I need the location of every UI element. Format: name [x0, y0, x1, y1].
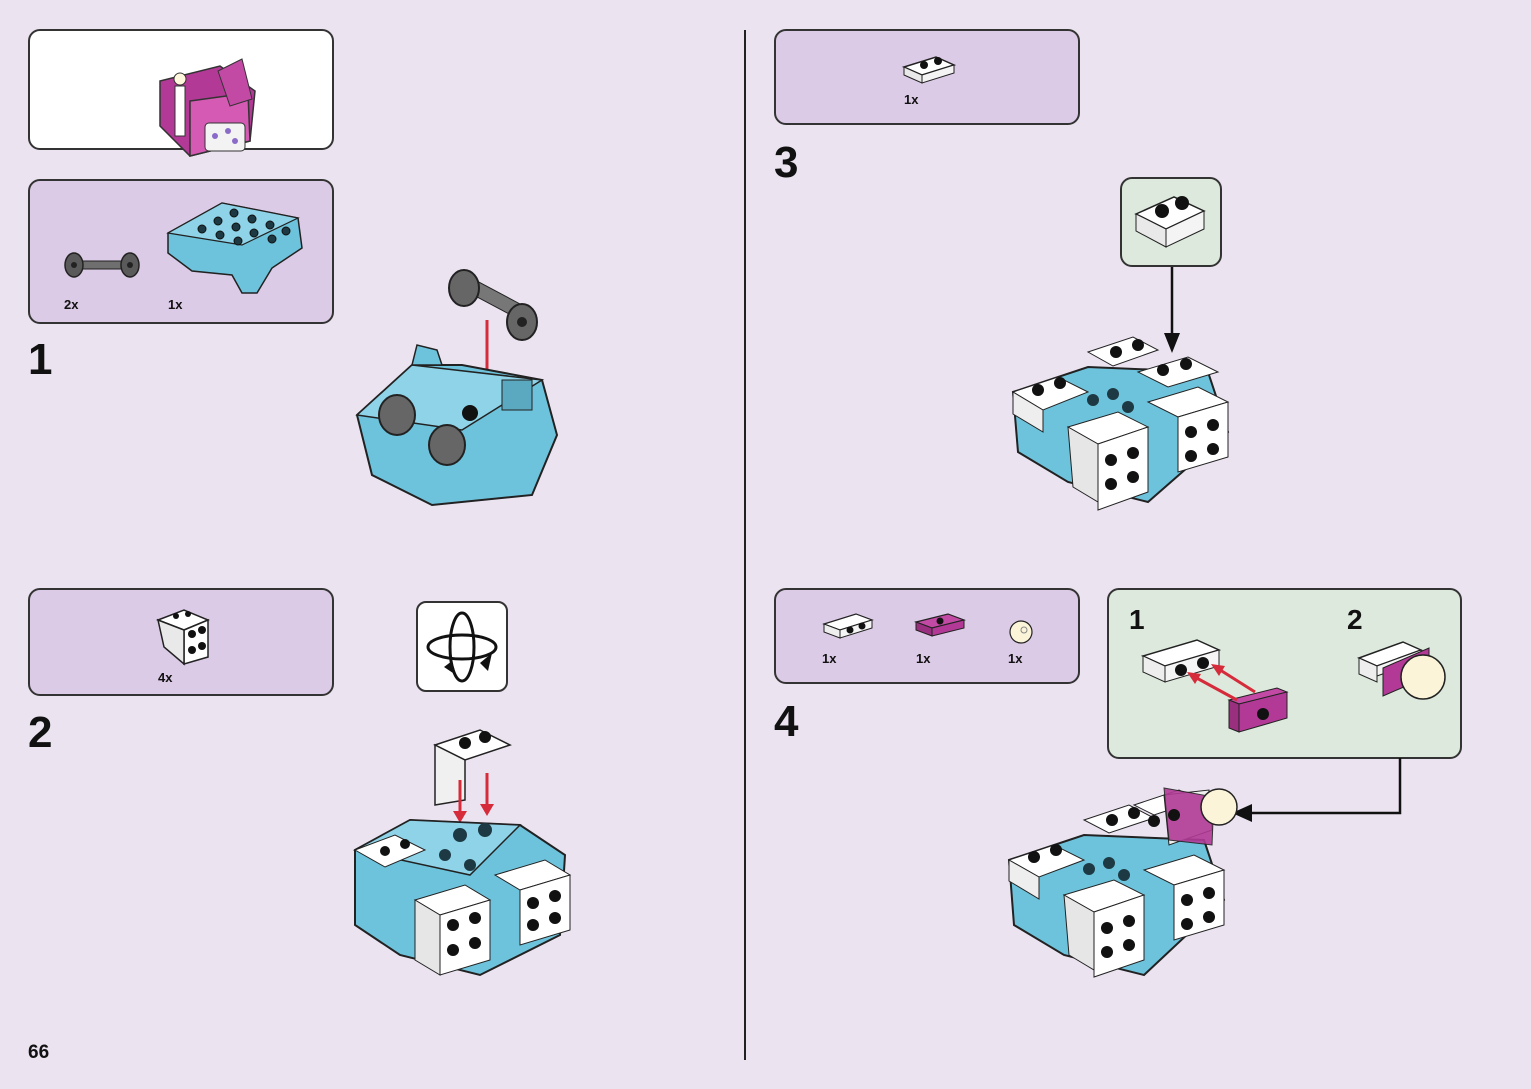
- finished-model-preview-image: [30, 31, 336, 152]
- step3-callout-box: [1120, 177, 1222, 267]
- step4-arrow: [1230, 758, 1410, 828]
- step2-number: 2: [28, 708, 52, 758]
- step1-parts-box: 2x 1x: [28, 179, 334, 324]
- step4-sub-assembly-box: 1 2: [1107, 588, 1462, 759]
- step4-part1-qty: 1x: [822, 651, 836, 666]
- step1-assembly-illustration: [352, 265, 572, 515]
- rotate-model-button: [416, 601, 508, 692]
- step3-parts-box: 1x: [774, 29, 1080, 125]
- step1-number: 1: [28, 335, 52, 385]
- step3-part1-qty: 1x: [904, 92, 918, 107]
- step2-part1-qty: 4x: [158, 670, 172, 685]
- light-blue-chassis-part-icon: [162, 193, 312, 293]
- page-number: 66: [28, 1042, 49, 1064]
- sub-step-1-illustration: [1137, 630, 1327, 750]
- step4-part2-qty: 1x: [916, 651, 930, 666]
- magenta-jumper-plate-part-icon: [912, 612, 968, 642]
- step3-assembly-illustration: [1008, 332, 1238, 512]
- white-plate-part-icon: [900, 53, 960, 88]
- white-plate-callout-icon: [1122, 179, 1222, 267]
- step4-assembly-illustration: [1004, 785, 1244, 985]
- step1-part1-qty: 2x: [64, 297, 78, 312]
- step4-part3-qty: 1x: [1008, 651, 1022, 666]
- step1-part2-qty: 1x: [168, 297, 182, 312]
- sub-step-2-illustration: [1355, 632, 1455, 712]
- step4-parts-box: 1x 1x 1x: [774, 588, 1080, 684]
- preview-box: [28, 29, 334, 150]
- step2-parts-box: 4x: [28, 588, 334, 696]
- step4-number: 4: [774, 697, 798, 747]
- wheel-axle-part-icon: [62, 241, 142, 291]
- step3-number: 3: [774, 138, 798, 188]
- rotate-icon: [416, 601, 508, 692]
- page-divider: [744, 30, 746, 1060]
- cream-round-brick-part-icon: [1006, 618, 1036, 648]
- white-bracket-part-icon: [154, 602, 214, 667]
- step2-assembly-illustration: [350, 725, 580, 985]
- white-bracket-1x2-part-icon: [820, 610, 876, 640]
